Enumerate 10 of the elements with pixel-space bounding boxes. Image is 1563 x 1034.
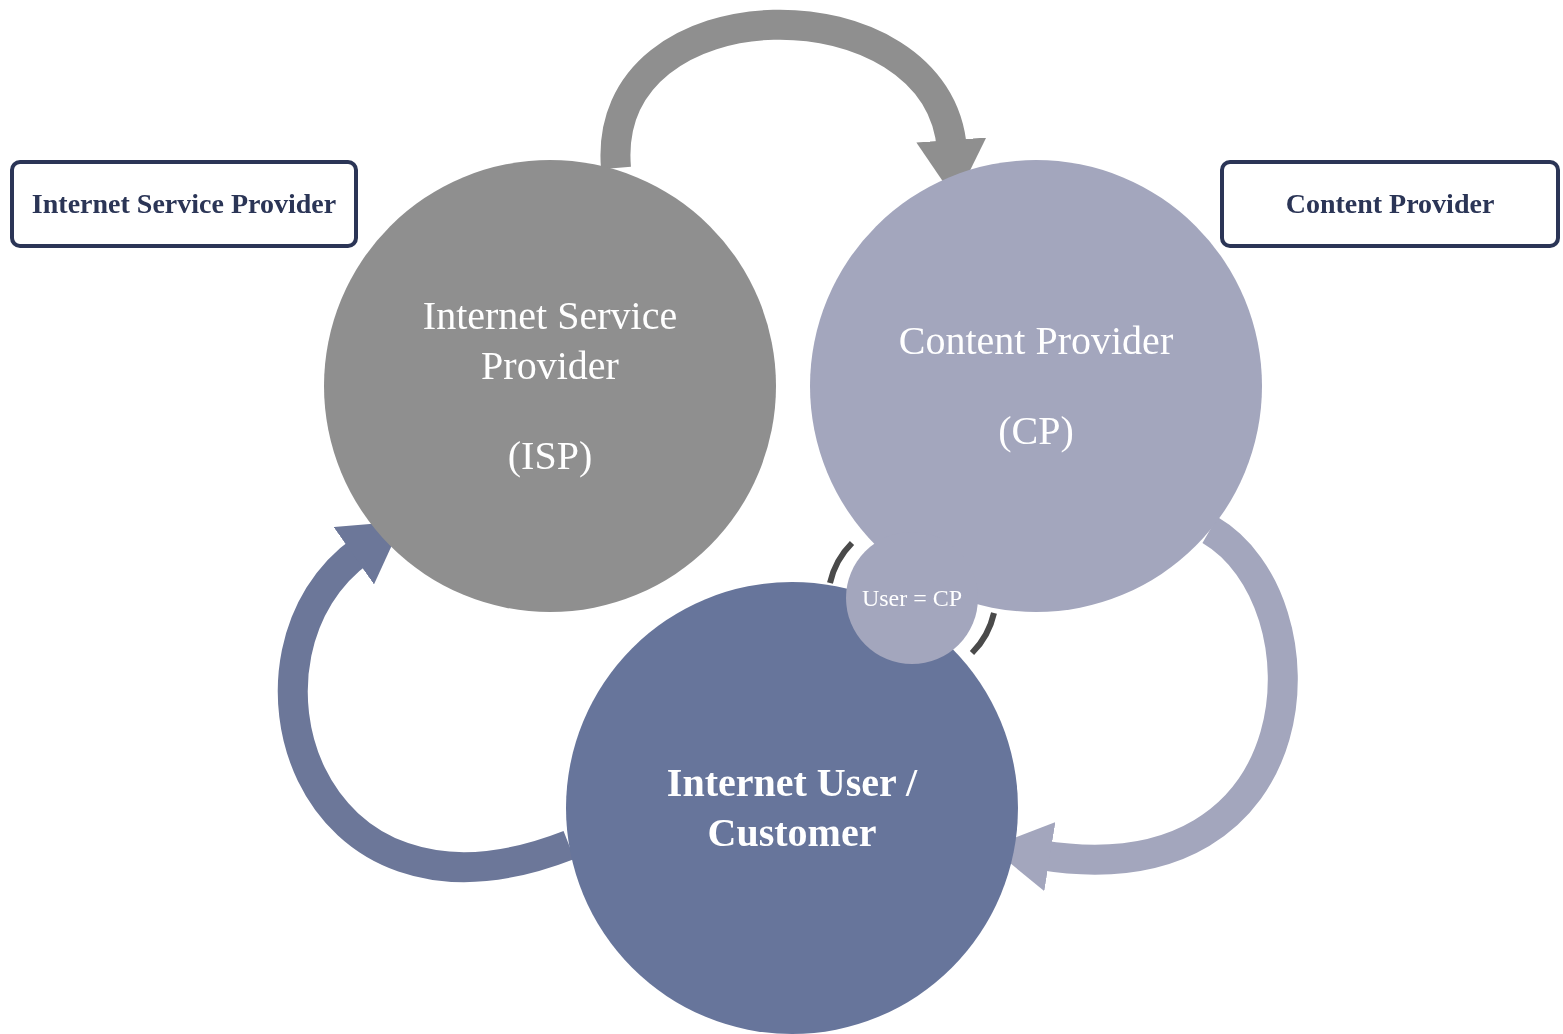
- circle-title: Internet Service Provider: [421, 292, 679, 390]
- box-label: Internet Service Provider: [31, 188, 337, 220]
- label-box: [1220, 160, 1560, 248]
- box-label: Content Provider: [1285, 188, 1495, 220]
- label-box: [10, 160, 358, 248]
- overlap-label: User = CP: [861, 584, 963, 612]
- circle-abbreviation: (CP): [997, 407, 1075, 455]
- circle-title: Internet User / Customer: [665, 759, 919, 857]
- circle-title: Content Provider: [897, 317, 1175, 365]
- circle-abbreviation: (ISP): [506, 432, 594, 480]
